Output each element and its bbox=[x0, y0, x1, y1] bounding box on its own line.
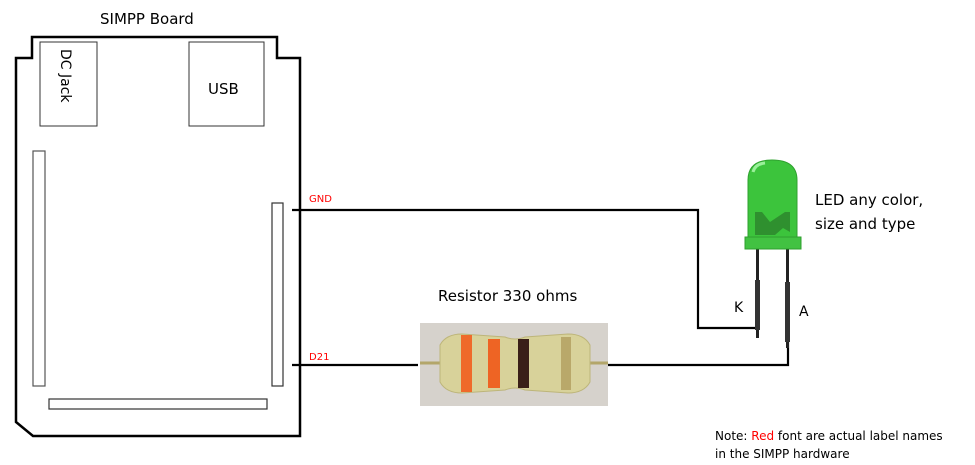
dc-jack-label: DC Jack bbox=[57, 49, 73, 103]
resistor-image bbox=[420, 323, 608, 406]
usb-box bbox=[188, 41, 265, 127]
right-header bbox=[271, 202, 284, 387]
cathode-label: K bbox=[734, 300, 744, 316]
led-label-line1: LED any color, bbox=[815, 191, 923, 209]
bottom-header bbox=[48, 398, 268, 410]
note-line1: Note: Red font are actual label names bbox=[715, 427, 943, 445]
d21-pin-label: D21 bbox=[309, 352, 329, 363]
led-label-line2: size and type bbox=[815, 215, 915, 233]
led-image bbox=[744, 159, 802, 348]
gnd-wire bbox=[292, 208, 758, 330]
left-header bbox=[32, 150, 46, 387]
dc-jack-box bbox=[39, 41, 98, 127]
usb-label: USB bbox=[208, 80, 239, 98]
gnd-pin-label: GND bbox=[309, 194, 332, 205]
note-prefix: Note: bbox=[715, 429, 752, 443]
note-suffix: font are actual label names bbox=[774, 429, 943, 443]
anode-wire bbox=[608, 340, 790, 367]
note-red-word: Red bbox=[751, 429, 775, 443]
note-line2: in the SIMPP hardware bbox=[715, 447, 850, 461]
anode-label: A bbox=[799, 304, 809, 320]
board-title: SIMPP Board bbox=[100, 10, 194, 28]
note: Note: Red font are actual label names in… bbox=[715, 427, 943, 463]
board-outline bbox=[14, 35, 302, 438]
resistor-label: Resistor 330 ohms bbox=[438, 287, 577, 305]
